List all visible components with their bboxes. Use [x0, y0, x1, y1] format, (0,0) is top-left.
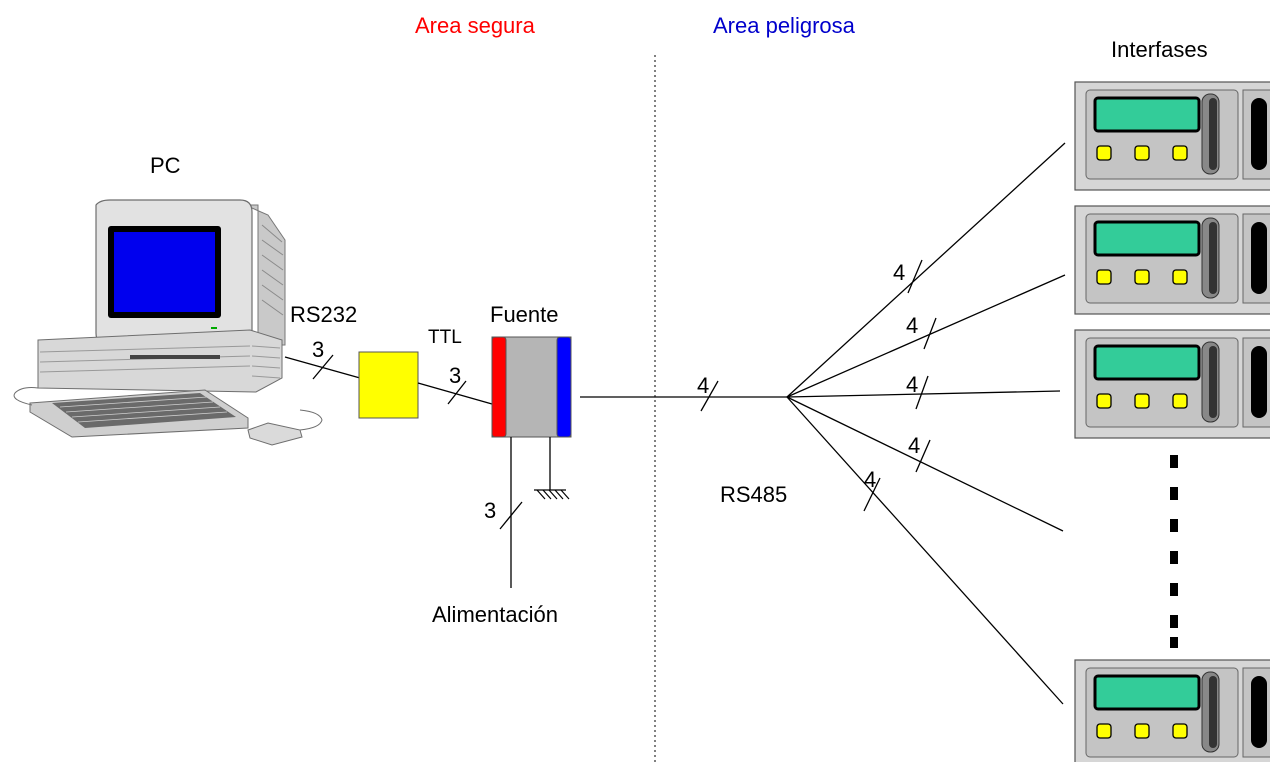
ttl-label: TTL — [428, 327, 462, 348]
pc-label: PC — [150, 153, 181, 178]
branch-tick — [923, 317, 937, 350]
rs232-label: RS232 — [290, 302, 357, 327]
rs485-trunk-count: 4 — [697, 373, 709, 398]
branch-tick — [863, 477, 881, 512]
interface-panel-icon — [1073, 204, 1270, 316]
rs485-trunk-tick — [700, 380, 719, 412]
power-wire-count: 3 — [484, 498, 496, 523]
rs485-label: RS485 — [720, 482, 787, 507]
ttl-wire-count: 3 — [449, 363, 461, 388]
fuente-label: Fuente — [490, 302, 559, 327]
converter-box-icon — [358, 351, 419, 419]
interface-panel-icon — [1073, 658, 1270, 762]
rs232-wire-count: 3 — [312, 337, 324, 362]
branch-count: 4 — [864, 467, 876, 492]
rs232-tick — [312, 354, 334, 380]
rs485-branches: 4 4 4 4 4 — [786, 142, 1066, 705]
branch-count: 4 — [893, 260, 905, 285]
interface-panel-icon — [1073, 328, 1270, 440]
interface-panel-icon — [1073, 80, 1270, 192]
pc-screen — [114, 232, 215, 312]
more-interfaces-dots — [1170, 455, 1178, 648]
alimentacion-label: Alimentación — [432, 602, 558, 627]
safe-area-label: Area segura — [415, 13, 536, 38]
branch-wire — [786, 142, 1066, 398]
interfases-label: Interfases — [1111, 37, 1208, 62]
branch-tick — [907, 259, 923, 294]
branch-wire — [786, 390, 1061, 398]
branch-wire — [786, 396, 1064, 532]
power-tick — [499, 501, 523, 530]
branch-wire — [786, 274, 1066, 398]
ground-symbol-icon — [534, 437, 570, 500]
branch-count: 4 — [906, 372, 918, 397]
hazard-area-label: Area peligrosa — [713, 13, 856, 38]
branch-count: 4 — [906, 313, 918, 338]
pc-computer-icon — [13, 199, 323, 446]
ttl-tick — [447, 380, 467, 405]
branch-tick — [915, 375, 929, 410]
branch-tick — [915, 439, 931, 473]
ttl-wire — [417, 382, 493, 405]
branch-count: 4 — [908, 433, 920, 458]
fuente-power-supply-icon — [491, 336, 572, 438]
branch-wire — [786, 396, 1064, 705]
